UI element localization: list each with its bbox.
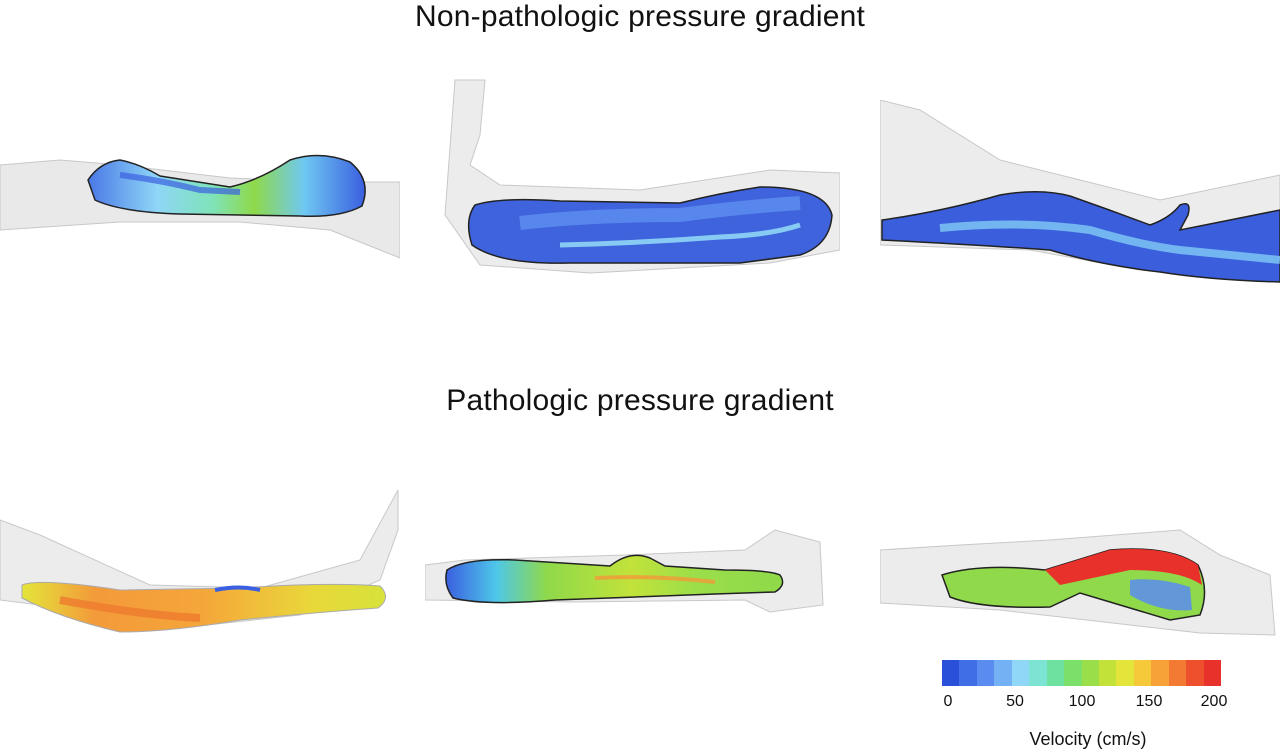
legend-tick-200: 200 xyxy=(1200,693,1228,710)
panel-pathologic-3 xyxy=(880,529,1276,636)
legend-tick-50: 50 xyxy=(1006,693,1024,710)
colorbar-step-8 xyxy=(1081,660,1099,686)
legend-tick-100: 100 xyxy=(1068,693,1096,710)
colorbar-step-10 xyxy=(1116,660,1134,686)
legend-tick-0: 0 xyxy=(943,693,953,710)
velocity-colorbar xyxy=(942,660,1221,686)
colorbar-step-5 xyxy=(1029,660,1047,686)
colorbar-step-15 xyxy=(1203,660,1221,686)
colorbar-step-12 xyxy=(1151,660,1169,686)
panel-non-pathologic-1 xyxy=(0,154,400,259)
velocity-region xyxy=(881,190,1280,283)
colorbar-step-2 xyxy=(976,660,995,686)
colorbar-step-3 xyxy=(994,660,1012,686)
pathologic-heading: Pathologic pressure gradient xyxy=(446,384,834,417)
panel-pathologic-2 xyxy=(425,529,824,613)
velocity-region xyxy=(87,154,366,218)
legend-tick-150: 150 xyxy=(1135,693,1163,710)
velocity-region xyxy=(21,581,386,633)
panel-non-pathologic-3 xyxy=(880,100,1280,283)
panel-non-pathologic-2 xyxy=(444,79,840,274)
colorbar-step-0 xyxy=(942,660,960,686)
colorbar-step-14 xyxy=(1186,660,1204,686)
colorbar-step-6 xyxy=(1046,660,1065,686)
legend-title: Velocity (cm/s) xyxy=(1029,729,1147,749)
colorbar-step-1 xyxy=(959,660,977,686)
colorbar-step-13 xyxy=(1168,660,1187,686)
colorbar-step-7 xyxy=(1064,660,1082,686)
panel-pathologic-1 xyxy=(0,490,399,633)
colorbar-step-11 xyxy=(1133,660,1152,686)
non-pathologic-heading: Non-pathologic pressure gradient xyxy=(415,0,865,33)
colorbar-step-4 xyxy=(1011,660,1030,686)
colorbar-step-9 xyxy=(1098,660,1117,686)
